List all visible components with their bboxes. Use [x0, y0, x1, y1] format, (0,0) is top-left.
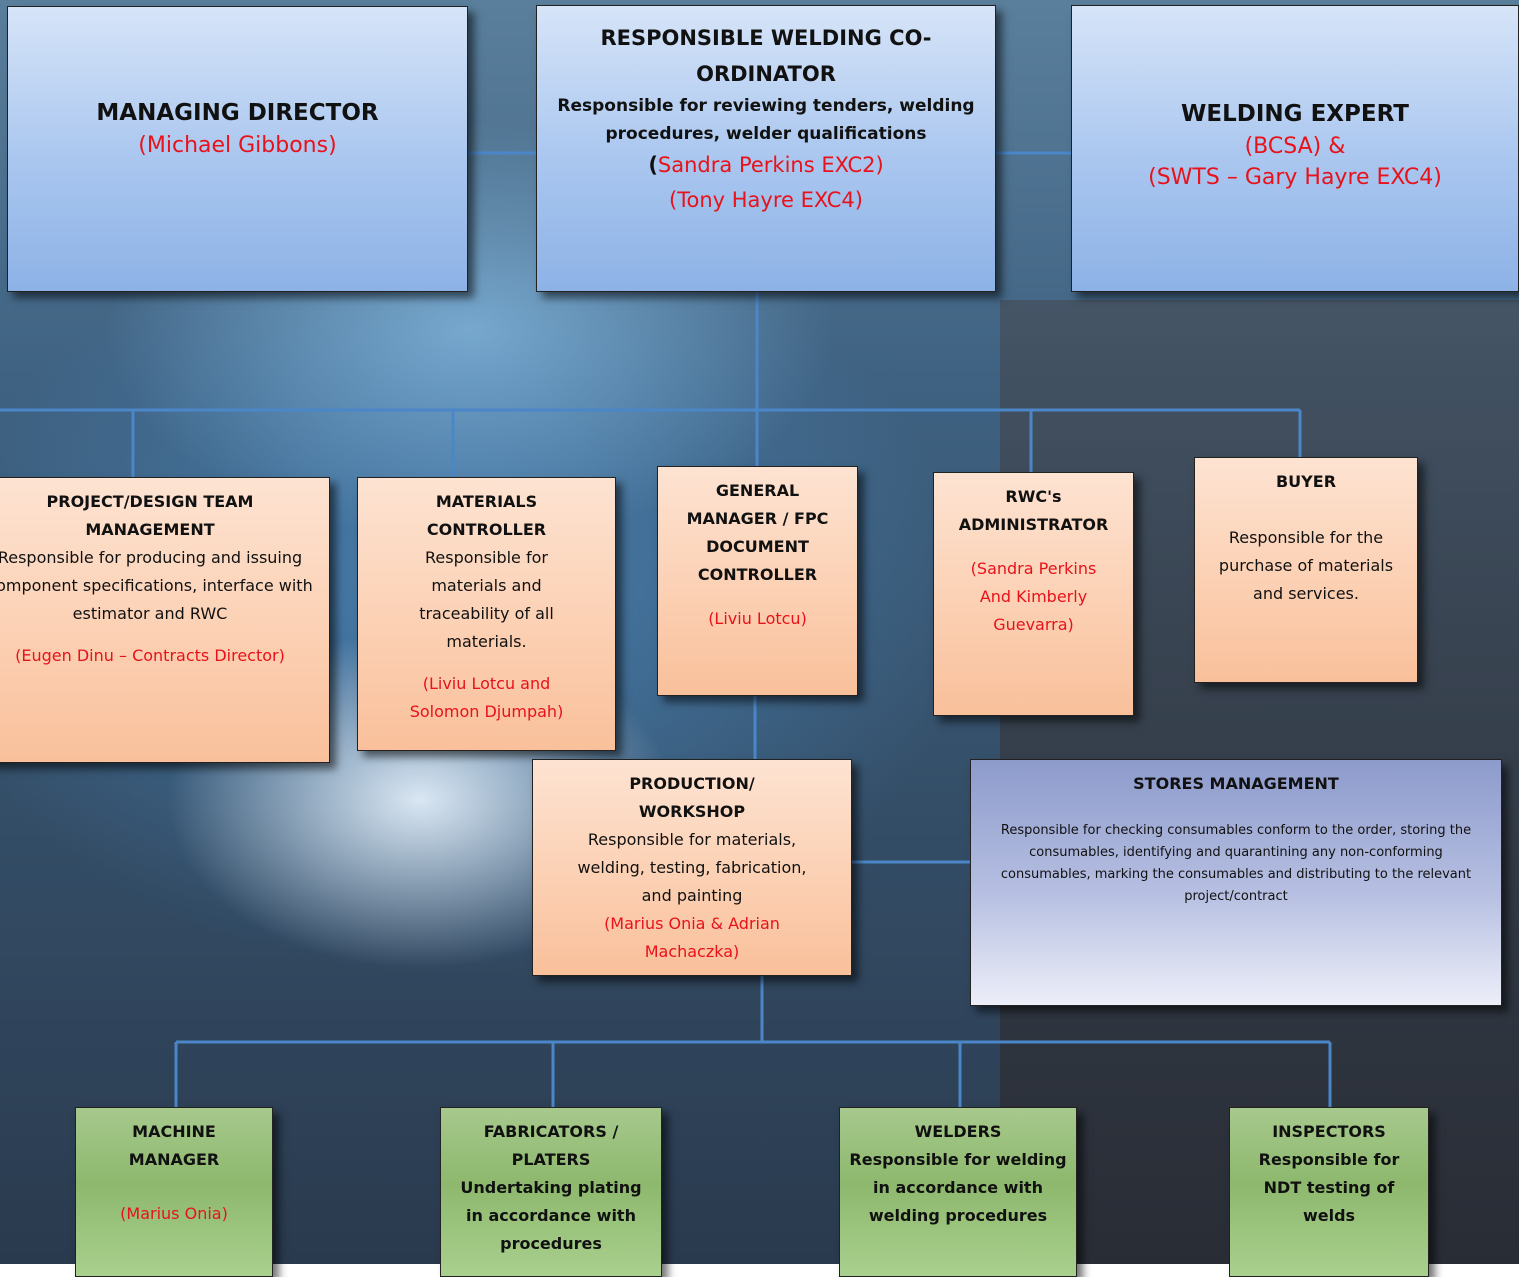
welding-expert-title: WELDING EXPERT [1181, 101, 1409, 127]
welders-box: WELDERS Responsible for welding in accor… [839, 1107, 1077, 1277]
welding-expert-box: WELDING EXPERT (BCSA) & (SWTS – Gary Hay… [1071, 5, 1519, 292]
stores-management-box: STORES MANAGEMENT Responsible for checki… [970, 759, 1502, 1006]
rwc-description: Responsible for reviewing tenders, weldi… [557, 96, 975, 144]
production-name: (Marius Onia & Adrian Machaczka) [604, 914, 780, 961]
welders-title: WELDERS [914, 1122, 1002, 1141]
rwc-administrator-name: (Sandra Perkins And Kimberly Guevarra) [970, 559, 1097, 634]
rwc-box: RESPONSIBLE WELDING CO-ORDINATOR Respons… [536, 5, 996, 292]
rwc-administrator-title: RWC's ADMINISTRATOR [958, 487, 1109, 534]
inspectors-description: Responsible for NDT testing of welds [1258, 1150, 1400, 1225]
production-description: Responsible for materials, welding, test… [577, 830, 807, 905]
welding-expert-org: (BCSA) & [1244, 134, 1346, 159]
rwc-administrator-box: RWC's ADMINISTRATOR (Sandra Perkins And … [933, 472, 1134, 716]
managing-director-name: (Michael Gibbons) [138, 133, 337, 158]
machine-manager-name: (Marius Onia) [120, 1204, 228, 1223]
general-manager-title: GENERAL MANAGER / FPC DOCUMENT CONTROLLE… [686, 481, 829, 584]
stores-description: Responsible for checking consumables con… [1000, 823, 1472, 904]
rwc-title: RESPONSIBLE WELDING CO-ORDINATOR [600, 26, 932, 86]
buyer-title: BUYER [1275, 472, 1337, 491]
rwc-name-1: Sandra Perkins EXC2) [657, 153, 884, 177]
inspectors-title: INSPECTORS [1272, 1122, 1386, 1141]
fabricators-platers-box: FABRICATORS / PLATERS Undertaking platin… [440, 1107, 662, 1277]
welding-expert-name: (SWTS – Gary Hayre EXC4) [1148, 165, 1442, 190]
general-manager-box: GENERAL MANAGER / FPC DOCUMENT CONTROLLE… [657, 466, 858, 696]
buyer-box: BUYER Responsible for the purchase of ma… [1194, 457, 1418, 683]
project-design-box: PROJECT/DESIGN TEAM MANAGEMENT Responsib… [0, 477, 330, 763]
rwc-open-paren: ( [648, 153, 658, 177]
inspectors-box: INSPECTORS Responsible for NDT testing o… [1229, 1107, 1429, 1277]
materials-controller-name: (Liviu Lotcu and Solomon Djumpah) [409, 674, 564, 721]
materials-controller-box: MATERIALS CONTROLLER Responsible for mat… [357, 477, 616, 751]
buyer-description: Responsible for the purchase of material… [1218, 528, 1394, 603]
general-manager-name: (Liviu Lotcu) [708, 609, 807, 628]
machine-manager-title: MACHINE MANAGER [128, 1122, 220, 1169]
materials-controller-title: MATERIALS CONTROLLER [426, 492, 547, 539]
rwc-name-2: (Tony Hayre EXC4) [669, 188, 863, 212]
project-design-title: PROJECT/DESIGN TEAM MANAGEMENT [46, 492, 254, 539]
managing-director-title: MANAGING DIRECTOR [96, 100, 379, 126]
machine-manager-box: MACHINE MANAGER (Marius Onia) [75, 1107, 273, 1277]
welders-description: Responsible for welding in accordance wi… [849, 1150, 1067, 1225]
fabricators-title: FABRICATORS / PLATERS [483, 1122, 619, 1169]
stores-title: STORES MANAGEMENT [1133, 774, 1339, 793]
materials-controller-description: Responsible for materials and traceabili… [419, 548, 554, 651]
project-design-description: Responsible for producing and issuing co… [0, 548, 313, 623]
production-title: PRODUCTION/ WORKSHOP [629, 774, 755, 821]
production-workshop-box: PRODUCTION/ WORKSHOP Responsible for mat… [532, 759, 852, 976]
fabricators-description: Undertaking plating in accordance with p… [460, 1178, 642, 1253]
managing-director-box: MANAGING DIRECTOR (Michael Gibbons) [7, 6, 468, 292]
project-design-name: (Eugen Dinu – Contracts Director) [15, 646, 285, 665]
